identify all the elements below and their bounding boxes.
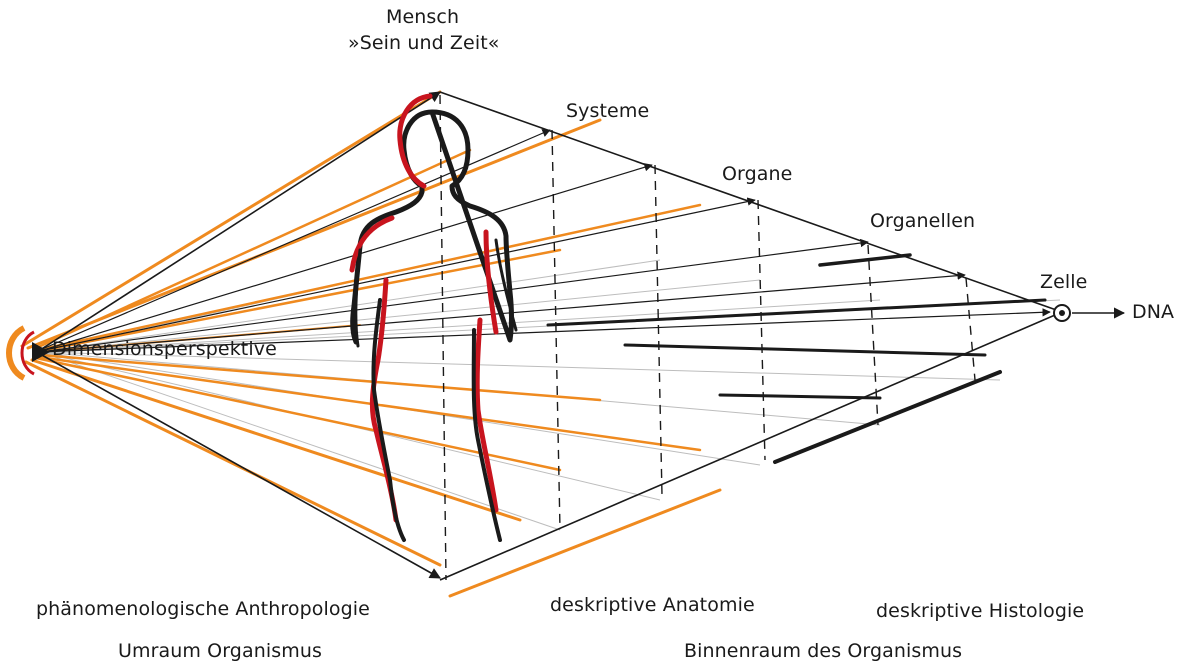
label-zelle: Zelle <box>1040 271 1087 293</box>
level-arrows <box>40 130 1050 352</box>
label-sein-und-zeit: »Sein und Zeit« <box>348 32 499 54</box>
label-systeme: Systeme <box>566 100 649 122</box>
label-mensch: Mensch <box>386 6 459 28</box>
cell-icon <box>1054 305 1070 321</box>
label-phaenomenologische-anthropologie: phänomenologische Anthropologie <box>36 598 370 620</box>
label-organellen: Organellen <box>870 210 975 232</box>
label-organe: Organe <box>722 163 792 185</box>
label-deskriptive-anatomie: deskriptive Anatomie <box>550 594 755 616</box>
label-dimensionsperspektive: Dimensionsperspektive <box>52 338 277 360</box>
inner-space-strokes <box>548 255 1045 462</box>
level-dividers <box>440 95 975 580</box>
label-deskriptive-histologie: deskriptive Histologie <box>876 600 1084 622</box>
label-umraum-organismus: Umraum Organismus <box>118 640 322 662</box>
diamond-outline <box>40 92 1062 580</box>
label-binnenraum-des-organismus: Binnenraum des Organismus <box>684 640 962 662</box>
label-dna: DNA <box>1132 301 1174 323</box>
